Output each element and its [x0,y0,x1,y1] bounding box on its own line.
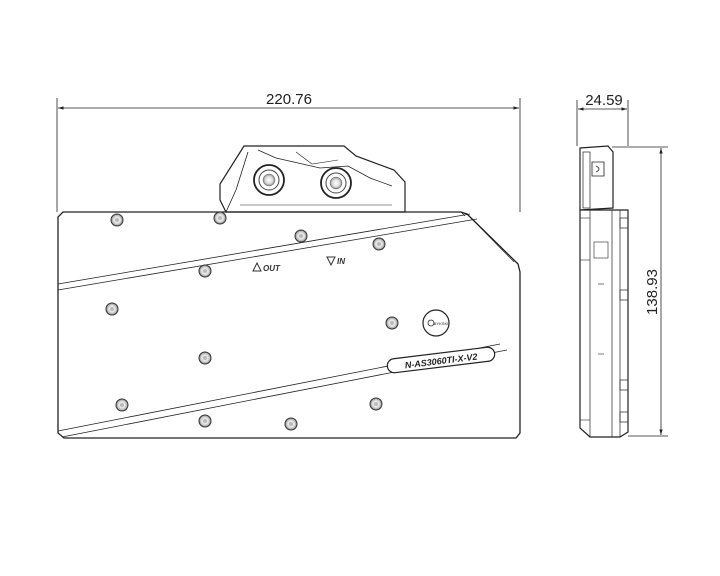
screw-icon [198,414,212,428]
logo-text: BYKSKI [434,321,448,326]
screw-icon [294,229,308,243]
brand-logo: BYKSKI [422,309,450,337]
side-view: 24.59 138.93 [576,92,668,438]
model-plate: N-AS3060TI-X-V2 [386,346,496,374]
screw-icon [385,316,399,330]
screw-icon [110,213,124,227]
thickness-dimension-label: 24.59 [585,92,623,109]
width-dimension [56,98,521,212]
in-label: IN [337,257,345,266]
width-dimension-label: 220.76 [266,91,312,108]
side-body [579,145,629,438]
port-in [320,167,352,199]
thickness-dimension [576,100,629,146]
port-out [253,164,285,196]
mounting-screws [105,211,399,431]
screw-icon [372,237,386,251]
out-arrow-icon [252,261,262,272]
cooling-plate [57,211,521,439]
height-dimension-label: 138.93 [644,269,661,315]
screw-icon [198,351,212,365]
in-arrow-icon [326,256,336,267]
front-view: 220.76 [56,91,521,439]
height-dimension [612,146,668,437]
screw-icon [213,211,227,225]
terminal-block [219,145,406,213]
out-label: OUT [263,264,281,273]
screw-icon [105,302,119,316]
screw-icon [369,397,383,411]
screw-icon [198,264,212,278]
screw-icon [115,398,129,412]
screw-icon [284,417,298,431]
